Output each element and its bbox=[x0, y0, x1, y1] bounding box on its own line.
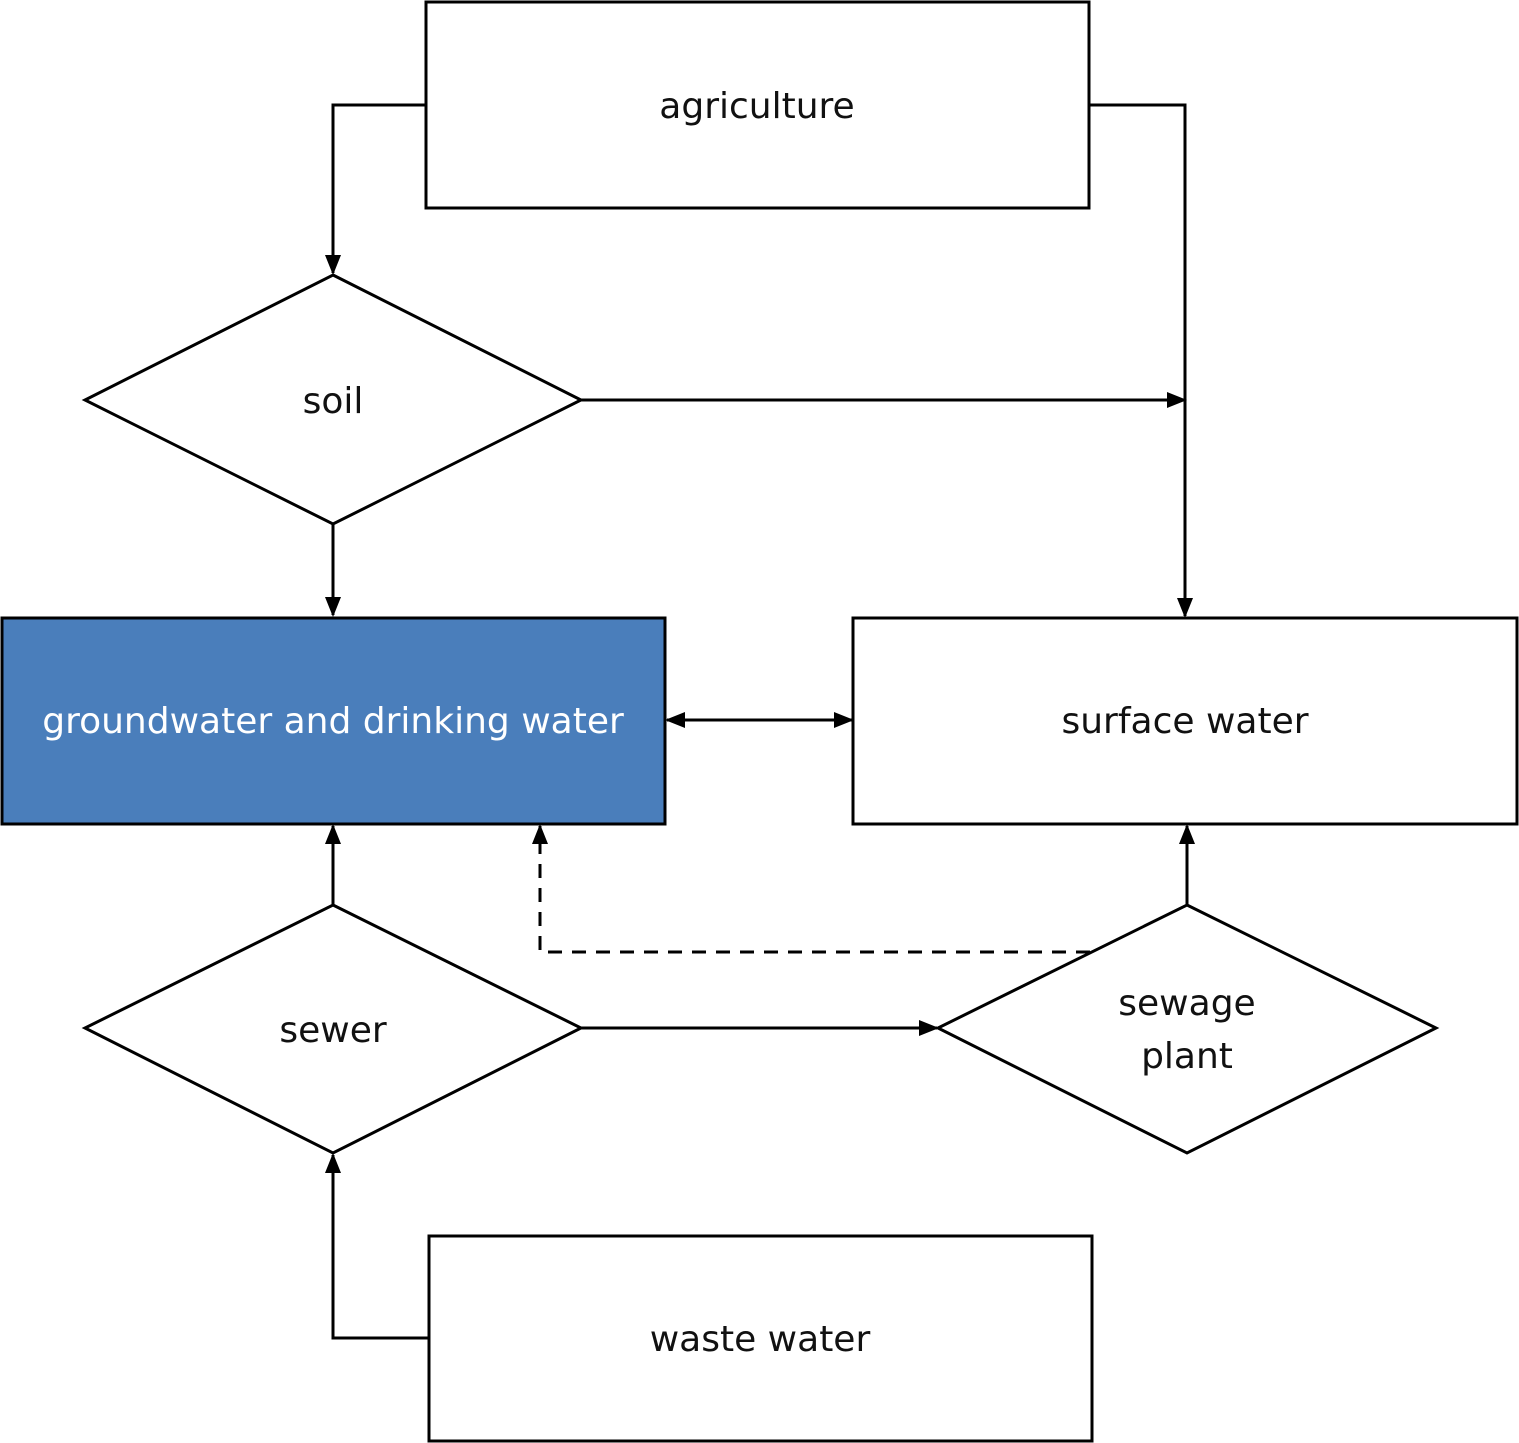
edge-sewage-plant-to-groundwater-dashed bbox=[532, 824, 1090, 954]
node-surface-water-label: surface water bbox=[1061, 701, 1308, 742]
node-groundwater: groundwater and drinking water bbox=[0, 616, 667, 826]
node-soil-label: soil bbox=[303, 381, 364, 422]
node-agriculture-label: agriculture bbox=[659, 86, 854, 127]
node-soil: soil bbox=[81, 273, 585, 526]
node-sewage-plant-label-line2: plant bbox=[1141, 1036, 1233, 1077]
edge-agriculture-to-soil bbox=[325, 103, 426, 275]
node-groundwater-label: groundwater and drinking water bbox=[42, 701, 624, 742]
node-sewage-plant: sewage plant bbox=[934, 903, 1440, 1155]
node-sewer-label: sewer bbox=[279, 1010, 386, 1051]
node-waste-water: waste water bbox=[427, 1234, 1094, 1443]
node-waste-water-label: waste water bbox=[650, 1319, 871, 1360]
edge-agriculture-to-surface-water bbox=[1089, 103, 1193, 618]
edge-waste-water-to-sewer bbox=[325, 1153, 429, 1340]
node-sewer: sewer bbox=[81, 903, 585, 1155]
node-surface-water: surface water bbox=[851, 616, 1519, 826]
node-sewage-plant-label-line1: sewage bbox=[1118, 983, 1255, 1024]
node-agriculture: agriculture bbox=[424, 0, 1091, 210]
